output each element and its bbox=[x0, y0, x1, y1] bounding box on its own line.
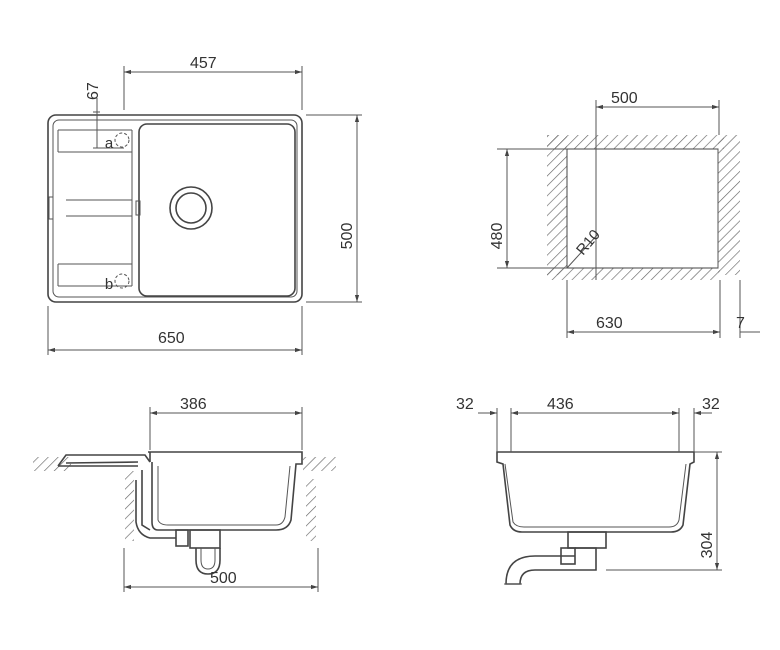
dim-32-right: 32 bbox=[702, 396, 720, 413]
dim-457: 457 bbox=[190, 55, 217, 72]
sink-outline bbox=[47, 114, 303, 303]
dim-500-depth: 500 bbox=[339, 223, 356, 250]
front-section: 386 500 bbox=[33, 396, 336, 592]
drain-inner bbox=[175, 192, 207, 224]
dim-436: 436 bbox=[547, 396, 574, 413]
sink-outline-inner bbox=[52, 119, 298, 298]
dim-500-cabinet: 500 bbox=[611, 90, 638, 107]
drainer-grooves bbox=[57, 129, 133, 287]
dim-7: 7 bbox=[736, 315, 745, 332]
side-section: 32 436 32 304 bbox=[456, 396, 722, 585]
dim-650: 650 bbox=[158, 330, 185, 347]
bowl-profile bbox=[148, 451, 303, 531]
dim-67: 67 bbox=[85, 82, 102, 100]
dim-304: 304 bbox=[699, 532, 716, 559]
dim-32-left: 32 bbox=[456, 396, 474, 413]
edge-notch bbox=[48, 196, 54, 220]
label-a: a bbox=[105, 135, 114, 152]
tap-hole-a-icon bbox=[114, 132, 130, 148]
dim-386: 386 bbox=[180, 396, 207, 413]
overflow-slot bbox=[135, 200, 141, 216]
cabinet-opening bbox=[566, 148, 719, 269]
dim-630: 630 bbox=[596, 315, 623, 332]
top-view: a b 457 67 500 650 bbox=[47, 55, 362, 355]
side-bowl-profile bbox=[496, 451, 695, 533]
dim-500-bottom: 500 bbox=[210, 570, 237, 587]
label-b: b bbox=[105, 276, 113, 293]
drain-outer bbox=[169, 186, 213, 230]
cabinet-view: 500 480 R10 630 7 bbox=[489, 90, 760, 338]
basin bbox=[138, 123, 296, 297]
dim-480: 480 bbox=[489, 223, 506, 250]
tap-hole-b-icon bbox=[114, 273, 130, 289]
